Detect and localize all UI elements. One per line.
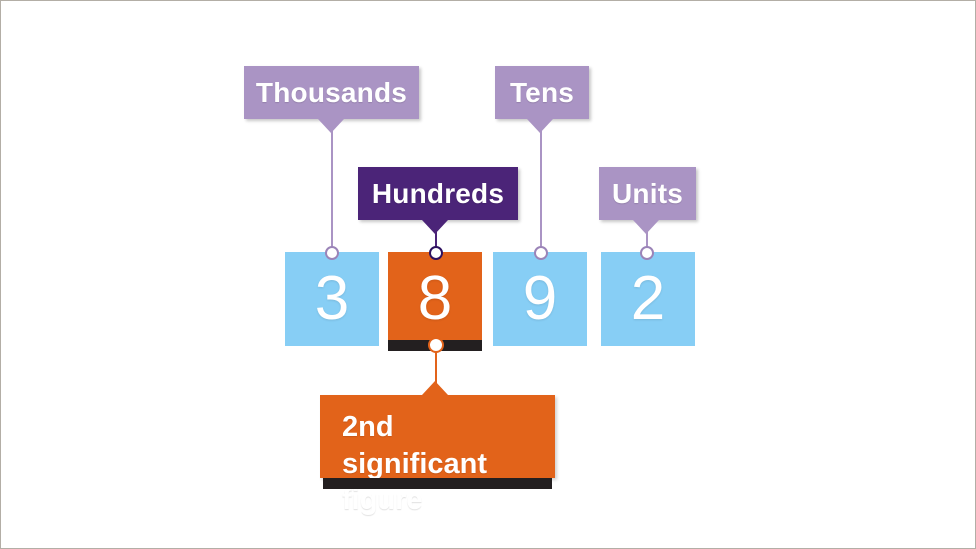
digit-tile-thousands[interactable]: 3 (285, 252, 379, 346)
connector-ring-units (640, 246, 654, 260)
label-thousands-text: Thousands (255, 76, 408, 108)
annotation-callout[interactable]: 2nd significant figure (320, 381, 555, 516)
connector-line-thousands (331, 113, 333, 253)
label-units-text: Units (612, 177, 683, 209)
label-tens-tail (527, 119, 553, 133)
annotation-callout-text: 2nd significant figure (342, 409, 545, 519)
label-tens-text: Tens (509, 76, 575, 108)
connector-line-units (646, 215, 648, 253)
annotation-callout-tail (422, 381, 448, 395)
connector-ring-thousands (325, 246, 339, 260)
label-tens[interactable]: Tens (495, 66, 589, 133)
label-hundreds[interactable]: Hundreds (358, 167, 518, 234)
connector-ring-hundreds (429, 246, 443, 260)
label-hundreds-tail (422, 220, 448, 234)
connector-dot-annotation (428, 337, 444, 353)
label-units-tail (633, 220, 659, 234)
digit-value-hundreds: 8 (417, 264, 453, 333)
connector-line-tens (540, 113, 542, 253)
digit-tile-tens[interactable]: 9 (493, 252, 587, 346)
connector-ring-tens (534, 246, 548, 260)
digit-tile-hundreds[interactable]: 8 (388, 252, 482, 346)
connector-line-hundreds (435, 215, 437, 253)
label-hundreds-text: Hundreds (371, 177, 505, 209)
annotation-underline-bar (323, 478, 552, 489)
connector-line-annotation (435, 346, 437, 398)
digit-value-tens: 9 (522, 264, 558, 333)
digit-value-units: 2 (630, 264, 666, 333)
annotation-line-1: 2nd significant (342, 411, 488, 480)
label-thousands[interactable]: Thousands (244, 66, 419, 133)
label-units[interactable]: Units (599, 167, 696, 234)
annotation-line-2: figure (342, 484, 423, 517)
digit-tile-units[interactable]: 2 (601, 252, 695, 346)
digit-value-thousands: 3 (314, 264, 350, 333)
label-thousands-tail (318, 119, 344, 133)
